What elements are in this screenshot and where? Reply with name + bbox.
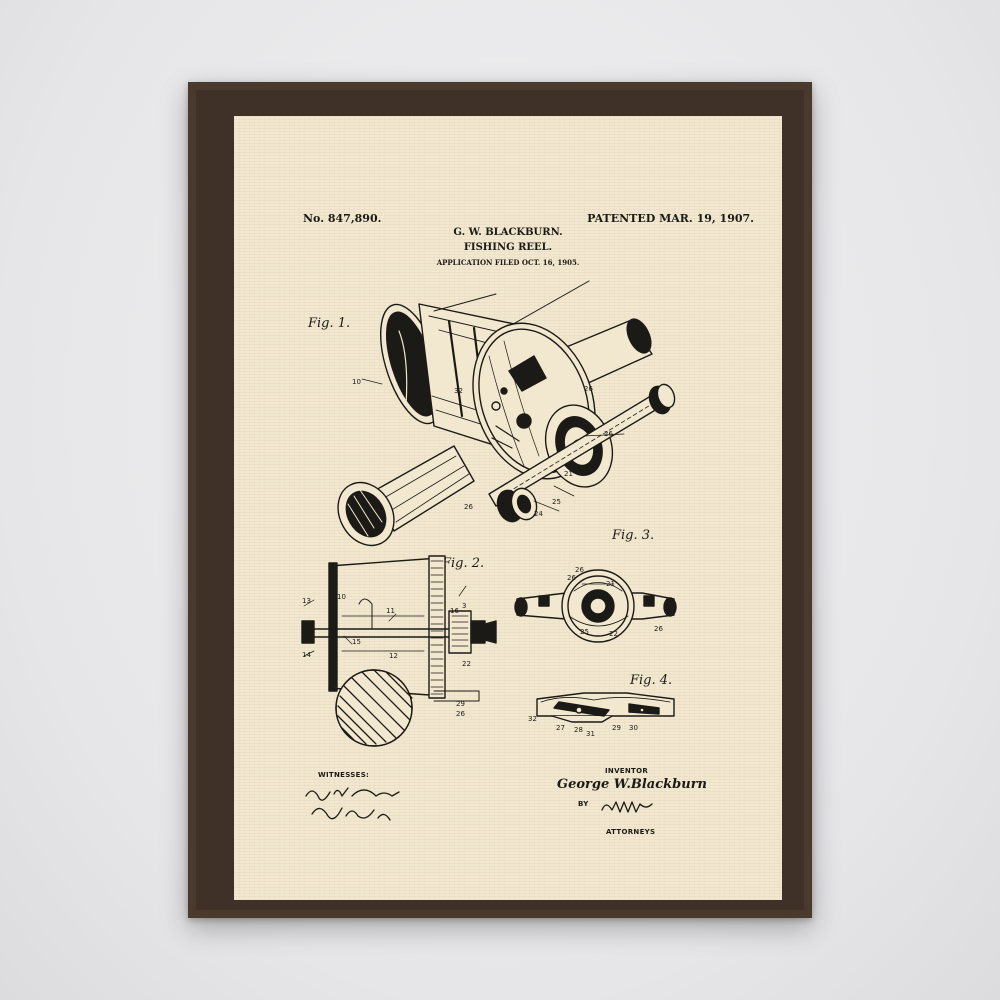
svg-text:31: 31 — [586, 730, 595, 738]
reel-drawings: 10 32 26 26 21 26 24 25 13 14 15 10 11 1… — [301, 280, 677, 821]
witnesses-label: WITNESSES: — [318, 771, 370, 779]
svg-text:16: 16 — [450, 607, 459, 615]
svg-text:26: 26 — [604, 430, 613, 438]
svg-text:29: 29 — [456, 700, 465, 708]
svg-text:3: 3 — [462, 602, 466, 610]
svg-text:30: 30 — [629, 724, 638, 732]
svg-text:15: 15 — [352, 638, 361, 646]
svg-text:10: 10 — [352, 378, 361, 386]
application-filed: APPLICATION FILED OCT. 16, 1905. — [436, 258, 580, 267]
svg-text:26: 26 — [456, 710, 465, 718]
patent-number: No. 847,890. — [303, 212, 382, 225]
svg-text:26: 26 — [575, 566, 584, 574]
svg-text:25: 25 — [580, 628, 589, 636]
attorneys-label: ATTORNEYS — [606, 828, 656, 836]
fig-1-drawing — [337, 280, 676, 547]
fig-3-drawing — [514, 569, 677, 643]
svg-text:11: 11 — [386, 607, 395, 615]
svg-text:10: 10 — [337, 593, 346, 601]
svg-text:32: 32 — [528, 715, 537, 723]
svg-text:26: 26 — [464, 503, 473, 511]
svg-text:24: 24 — [534, 510, 543, 518]
fig-2-label: Fig. 2. — [442, 556, 485, 571]
svg-text:21: 21 — [606, 580, 615, 588]
svg-text:29: 29 — [612, 724, 621, 732]
svg-text:28: 28 — [574, 726, 583, 734]
patent-inventor: G. W. BLACKBURN. — [453, 227, 563, 238]
svg-text:22: 22 — [462, 660, 471, 668]
svg-text:13: 13 — [302, 597, 311, 605]
svg-text:26: 26 — [654, 625, 663, 633]
fig-2-drawing — [301, 555, 497, 747]
svg-text:27: 27 — [556, 724, 565, 732]
inventor-signature: George W.Blackburn — [557, 777, 707, 792]
fig-3-label: Fig. 3. — [612, 528, 655, 543]
witness-signatures — [305, 787, 400, 821]
svg-text:21: 21 — [564, 470, 573, 478]
fig-4-drawing — [536, 692, 675, 723]
svg-text:26: 26 — [567, 574, 576, 582]
attorney-signature — [601, 801, 653, 813]
inventor-label: INVENTOR — [605, 767, 649, 775]
picture-frame: No. 847,890. PATENTED MAR. 19, 1907. G. … — [188, 82, 812, 918]
fig-1-label: Fig. 1. — [308, 316, 351, 331]
patent-title: FISHING REEL. — [463, 242, 553, 253]
svg-text:12: 12 — [389, 652, 398, 660]
patent-date: PATENTED MAR. 19, 1907. — [587, 212, 754, 225]
by-label: BY — [578, 800, 589, 808]
svg-text:14: 14 — [302, 651, 311, 659]
svg-text:32: 32 — [454, 387, 463, 395]
svg-text:26: 26 — [584, 385, 593, 393]
svg-text:22: 22 — [609, 630, 618, 638]
svg-text:20: 20 — [472, 628, 481, 636]
svg-text:25: 25 — [552, 498, 561, 506]
frame-inner: No. 847,890. PATENTED MAR. 19, 1907. G. … — [196, 90, 804, 910]
patent-print: No. 847,890. PATENTED MAR. 19, 1907. G. … — [234, 116, 782, 900]
fig-4-label: Fig. 4. — [630, 673, 673, 688]
